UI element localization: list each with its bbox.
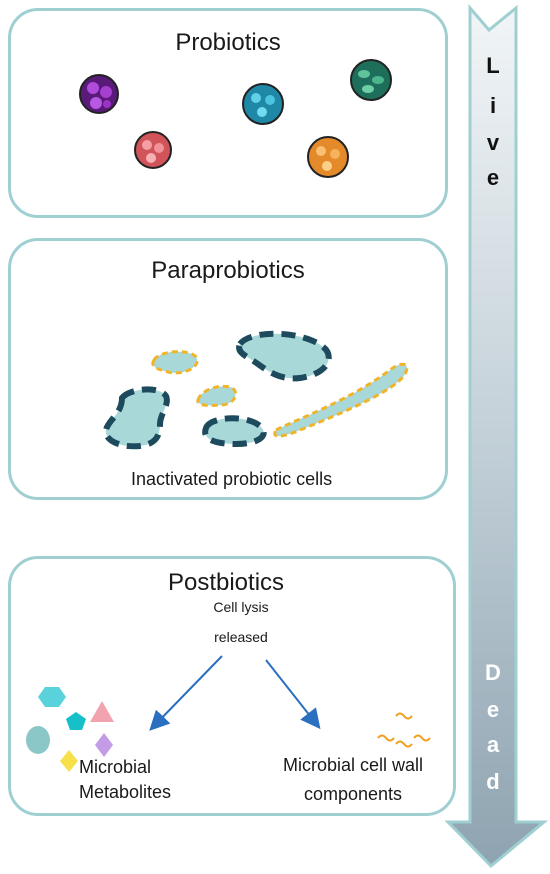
metabolite-pentagon xyxy=(66,712,86,730)
arrow-letter-live-4: e xyxy=(486,165,500,190)
arrow-letter-dead-2: e xyxy=(486,697,500,722)
metabolite-hexagon xyxy=(38,687,66,707)
postbiotics-panel: Postbiotics Cell lysis released Microbia… xyxy=(8,556,456,816)
cellwall-squiggle-3 xyxy=(395,740,413,748)
fragment-yellow-small-mid xyxy=(196,384,238,407)
fragment-boot xyxy=(102,386,170,450)
arrow-letter-dead-1: D xyxy=(485,660,501,685)
metabolite-diamond-yellow xyxy=(60,750,78,772)
probiotic-cell-green xyxy=(350,59,392,101)
probiotic-cell-cyan xyxy=(242,83,284,125)
paraprobiotics-caption: Inactivated probiotic cells xyxy=(131,469,333,489)
arrow-letter-live-3: v xyxy=(486,130,500,155)
cellwall-label-line1: Microbial cell wall xyxy=(282,755,424,775)
metabolite-diamond-purple xyxy=(95,733,113,757)
metabolites-label-line1: Microbial xyxy=(79,757,152,777)
live-dead-arrow xyxy=(444,3,549,869)
released-label: released xyxy=(214,629,268,645)
fragment-yellow-small-top xyxy=(151,350,199,375)
cell-lysis-label: Cell lysis xyxy=(213,599,269,615)
probiotics-title: Probiotics xyxy=(175,29,281,56)
probiotics-panel: Probiotics xyxy=(8,8,448,218)
paraprobiotics-title: Paraprobiotics xyxy=(151,257,305,284)
cellwall-label-line2: components xyxy=(303,784,403,804)
probiotic-cell-orange xyxy=(307,136,349,178)
arrow-to-metabolites xyxy=(149,655,223,731)
cellwall-squiggle-2 xyxy=(377,734,395,742)
metabolite-triangle xyxy=(90,701,114,722)
arrow-letter-dead-4: d xyxy=(486,769,500,794)
metabolite-circle xyxy=(26,726,50,754)
cellwall-squiggle-1 xyxy=(395,712,413,720)
arrow-to-cellwall xyxy=(265,659,321,730)
probiotic-cell-purple xyxy=(79,74,119,114)
arrow-letter-live-1: L xyxy=(486,53,500,78)
metabolites-label-line2: Metabolites xyxy=(79,782,172,802)
arrow-letter-dead-3: a xyxy=(486,732,500,757)
postbiotics-title: Postbiotics xyxy=(167,569,285,596)
cellwall-squiggle-4 xyxy=(413,734,431,742)
arrow-letter-live-2: i xyxy=(489,93,497,118)
fragment-oval-bottom xyxy=(202,415,267,448)
fragment-long-rod xyxy=(273,362,409,438)
paraprobiotics-panel: Paraprobiotics Inactivated probiotic cel… xyxy=(8,238,448,500)
probiotic-cell-red xyxy=(134,131,172,169)
fragment-large-top xyxy=(236,330,332,382)
